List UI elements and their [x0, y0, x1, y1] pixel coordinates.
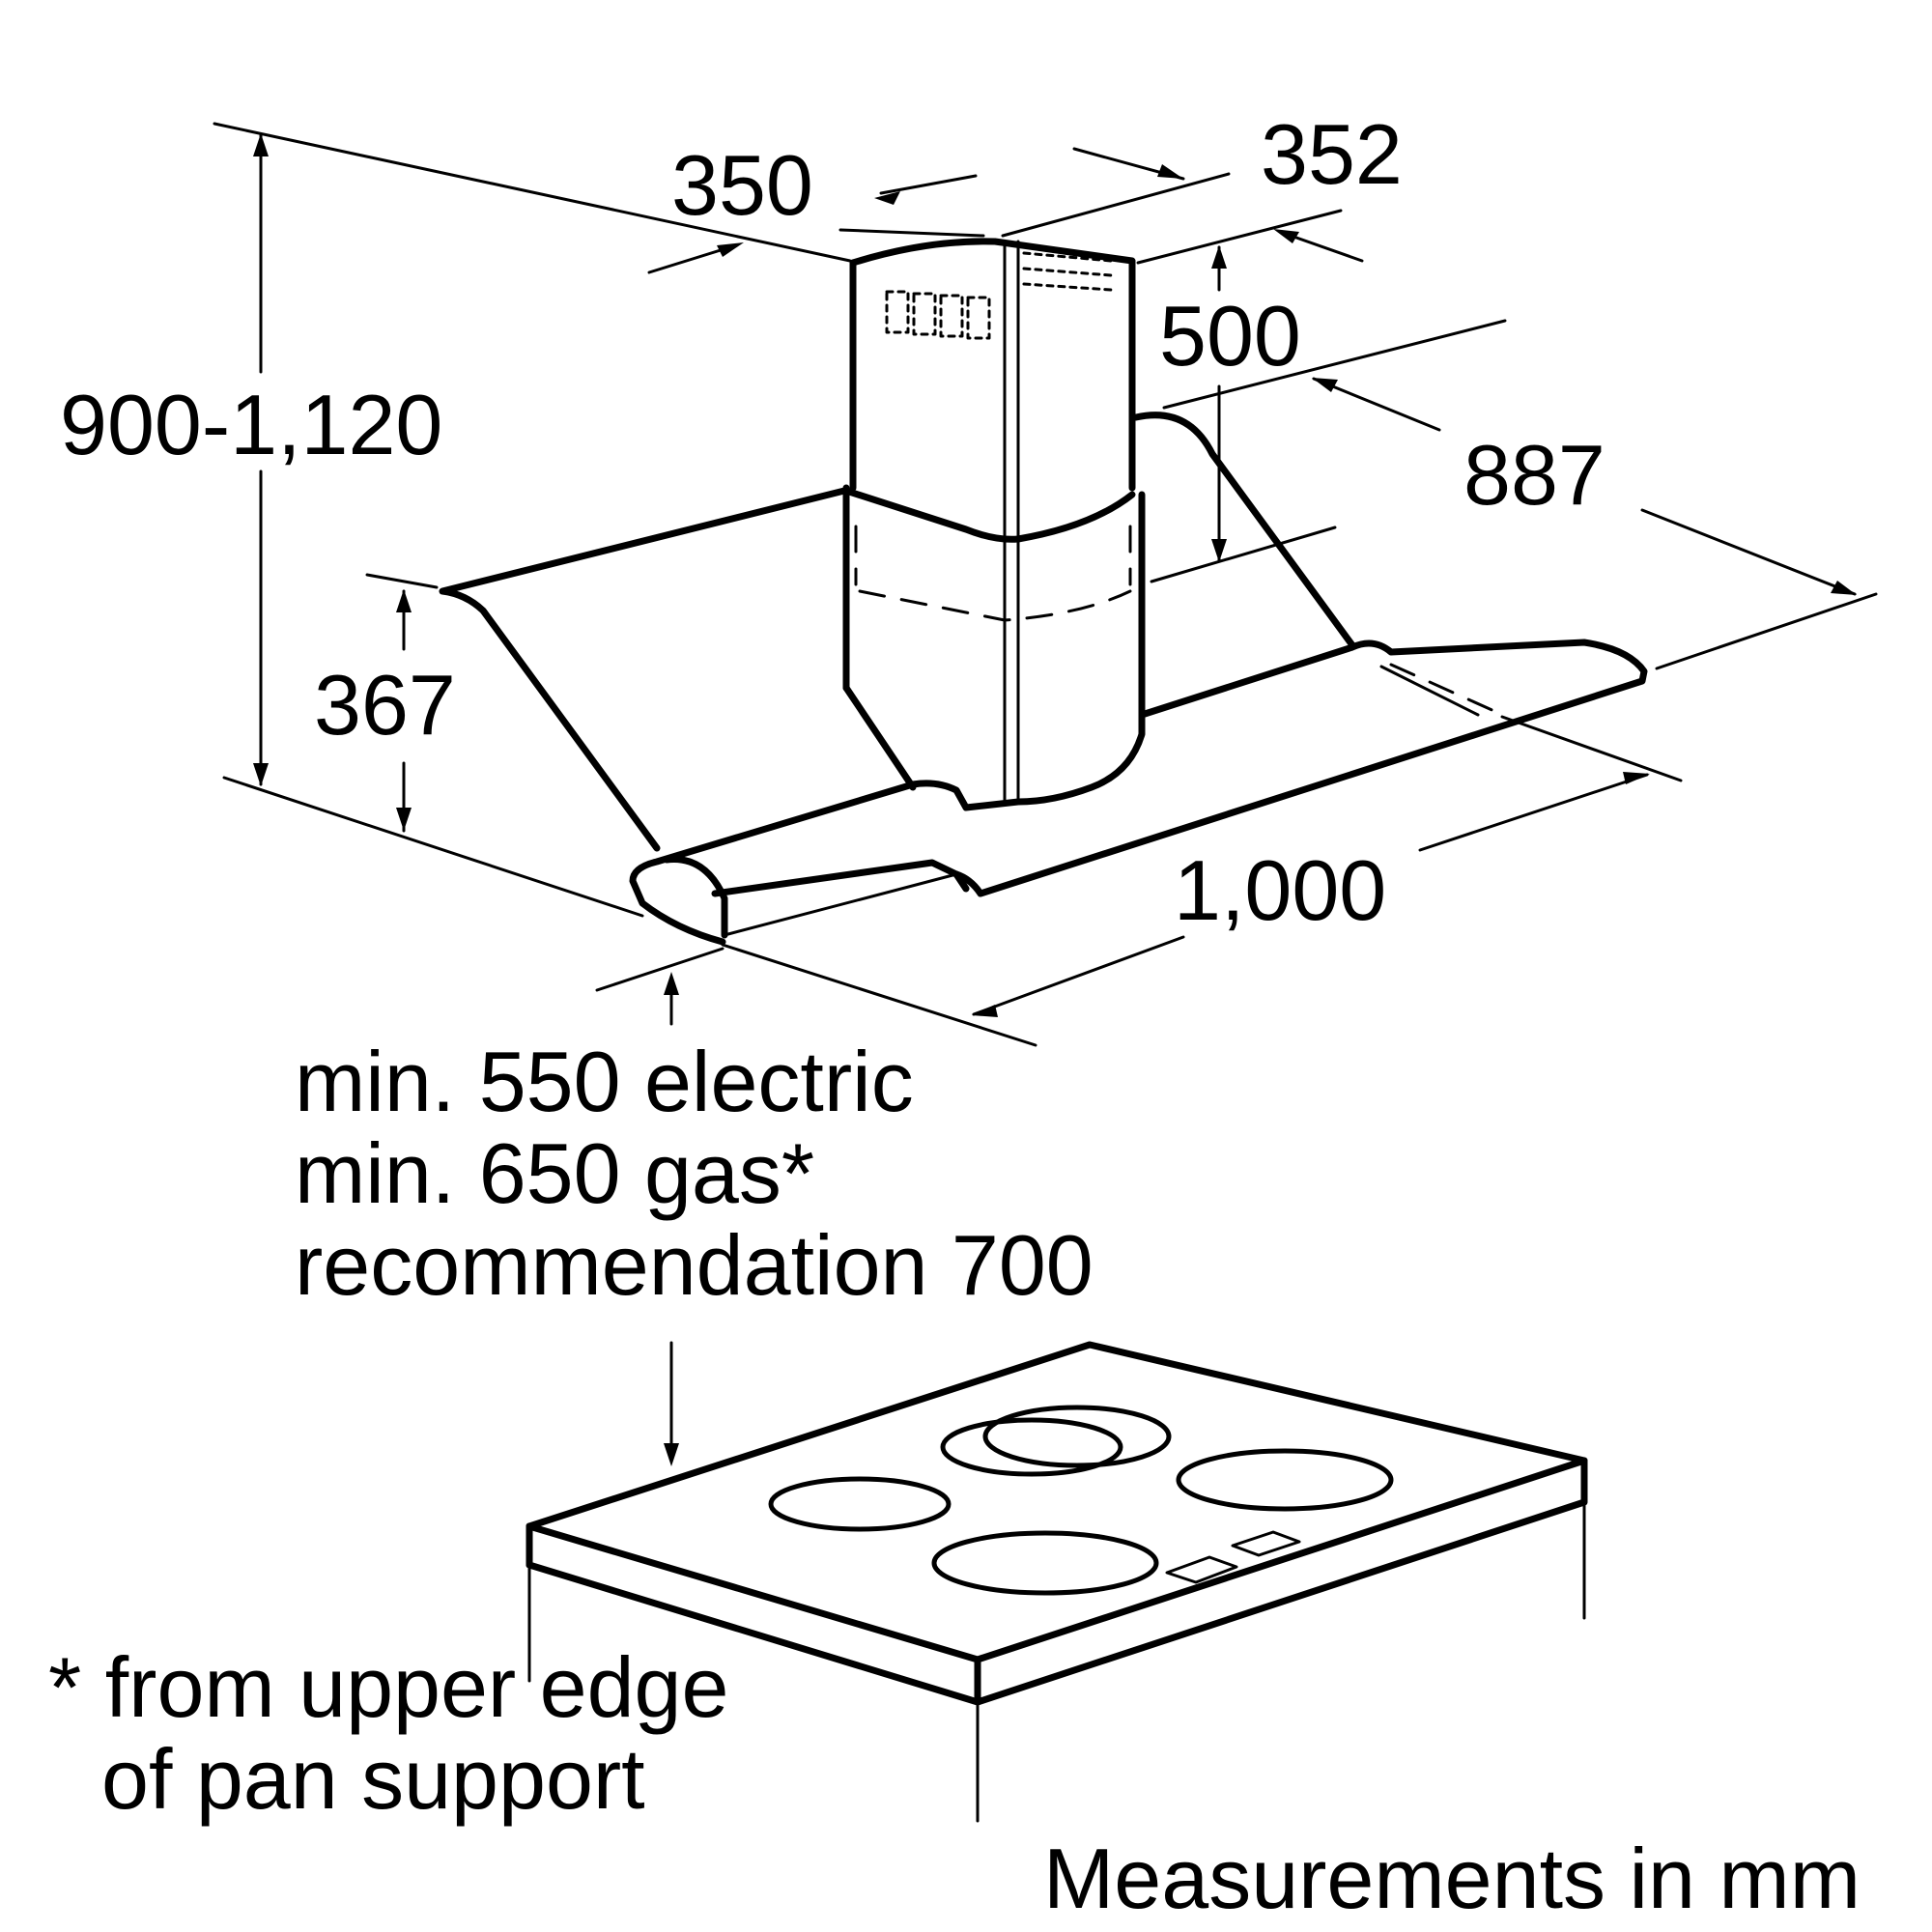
burner-back-left — [940, 1417, 1123, 1477]
burner-back-left-outer — [982, 1405, 1172, 1468]
dim-canopy-depth — [1312, 377, 1878, 782]
label-canopy-depth: 887 — [1463, 427, 1605, 523]
footnote-line-1: * from upper edge — [48, 1639, 728, 1735]
label-chimney-depth: 352 — [1261, 106, 1403, 202]
burner-right — [1176, 1448, 1394, 1512]
burner-front — [931, 1530, 1159, 1596]
dim-canopy-height — [365, 573, 439, 833]
burner-left — [768, 1476, 952, 1532]
label-chimney-width: 350 — [671, 137, 813, 233]
label-top-offset: 500 — [1159, 288, 1301, 384]
dim-chimney-depth — [1001, 147, 1364, 265]
dim-chimney-width — [647, 174, 985, 274]
footnote-line-2: of pan support — [101, 1731, 645, 1827]
canopy — [439, 412, 1648, 946]
dim-overall-height — [213, 122, 852, 918]
chimney — [842, 238, 1146, 811]
clearance-electric: min. 550 electric — [295, 1034, 914, 1129]
label-canopy-height: 367 — [314, 657, 456, 753]
cooktop — [526, 1341, 1588, 1823]
dim-clearance — [595, 947, 724, 1466]
clearance-recommendation: recommendation 700 — [295, 1217, 1094, 1313]
label-canopy-width: 1,000 — [1174, 842, 1386, 938]
dim-top-offset — [1150, 245, 1507, 583]
units-note: Measurements in mm — [1043, 1831, 1861, 1926]
clearance-gas: min. 650 gas* — [295, 1125, 814, 1221]
control-square-1 — [1165, 1555, 1238, 1584]
dim-canopy-width — [721, 772, 1650, 1047]
chimney-vent-left — [885, 290, 991, 340]
control-square-2 — [1231, 1530, 1301, 1557]
label-overall-height: 900-1,120 — [60, 377, 442, 472]
chimney-vent-right — [1022, 251, 1113, 292]
